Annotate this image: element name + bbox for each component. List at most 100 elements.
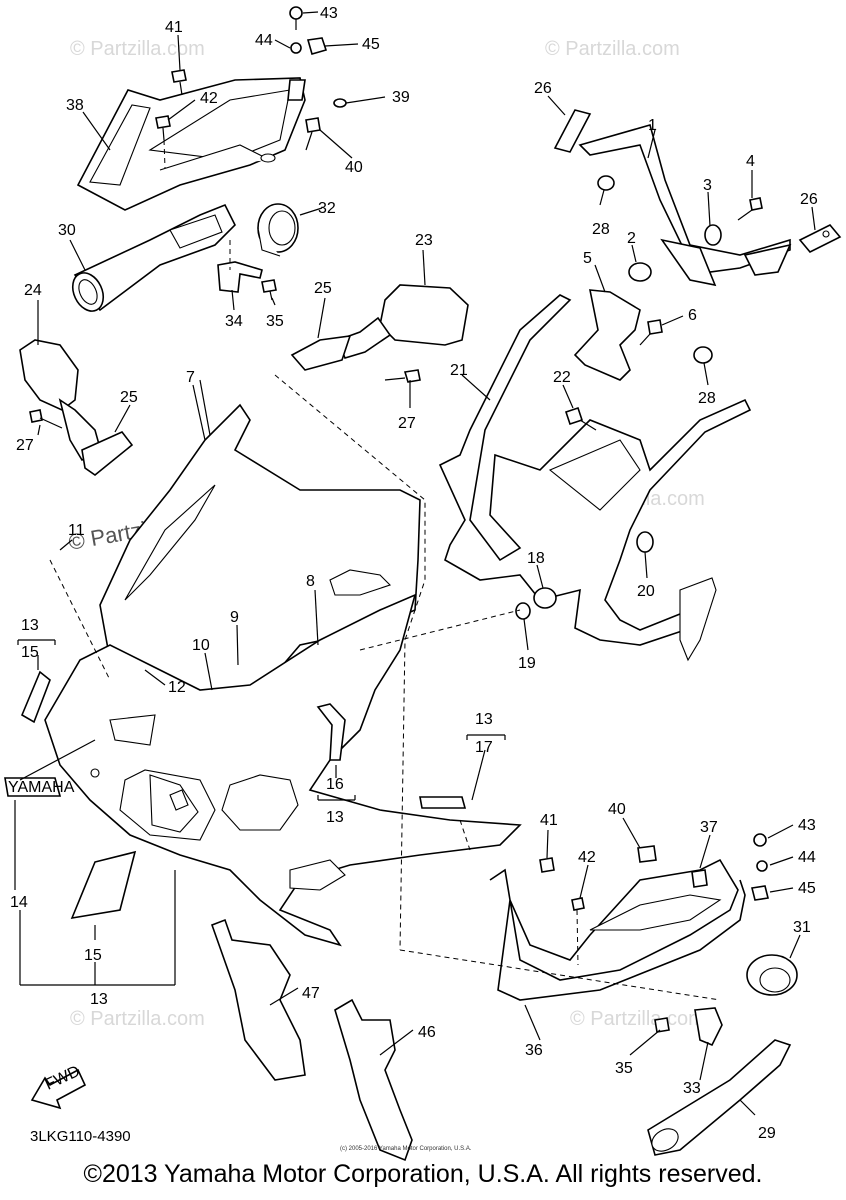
callout-41-bottom: 41 — [540, 812, 558, 829]
callout-2: 2 — [627, 230, 636, 247]
callout-41-top: 41 — [165, 19, 183, 36]
collar-20 — [636, 531, 654, 553]
washer-19 — [515, 602, 531, 620]
watermark-2: © Partzilla.com — [545, 38, 680, 60]
grommet-18 — [533, 587, 557, 609]
callout-27-right: 27 — [398, 415, 416, 432]
bracket-47 — [210, 918, 306, 1081]
callout-42-bottom: 42 — [578, 849, 596, 866]
callout-40-top: 40 — [345, 159, 363, 176]
bracket-5 — [573, 289, 641, 381]
base-25-left — [81, 431, 134, 477]
leader-lines — [14, 11, 816, 1116]
upper-cowling — [44, 593, 522, 947]
callout-13-left: 13 — [21, 617, 39, 634]
callout-12: 12 — [168, 679, 186, 696]
fwd-arrow: FWD — [30, 1063, 87, 1110]
small-copyright: (c) 2005-2016 Yamaha Motor Corporation, … — [340, 1146, 472, 1152]
callout-42-top: 42 — [200, 90, 218, 107]
inner-panel-left-38 — [76, 77, 306, 211]
callout-38: 38 — [66, 97, 84, 114]
decal-15-bottom — [70, 850, 137, 920]
callout-45-top: 45 — [362, 36, 380, 53]
callout-15-bottom: 15 — [84, 947, 102, 964]
callout-3: 3 — [703, 177, 712, 194]
callout-25-left: 25 — [120, 389, 138, 406]
callout-37: 37 — [700, 819, 718, 836]
copyright-notice: ©2013 Yamaha Motor Corporation, U.S.A. A… — [83, 1160, 763, 1188]
mirror-23 — [336, 284, 469, 359]
bracket-46 — [334, 998, 413, 1162]
callout-24: 24 — [24, 282, 42, 299]
plate-26-right — [798, 224, 842, 253]
callout-46: 46 — [418, 1024, 436, 1041]
callout-4: 4 — [746, 153, 755, 170]
bracket-33 — [694, 1007, 723, 1047]
clip-26-top — [553, 109, 592, 153]
callout-28-right: 28 — [698, 390, 716, 407]
callout-29: 29 — [758, 1125, 776, 1142]
callout-14: 14 — [10, 894, 28, 911]
duct-right-29 — [647, 1039, 792, 1156]
watermark-1: © Partzilla.com — [70, 38, 205, 60]
callout-13-right: 13 — [475, 711, 493, 728]
bolt-4 — [737, 197, 763, 221]
callout-43-top: 43 — [320, 5, 338, 22]
callout-33: 33 — [683, 1080, 701, 1097]
callout-35-top: 35 — [266, 313, 284, 330]
callout-8: 8 — [306, 573, 315, 590]
watermark-4: © Partzilla.com — [70, 1008, 205, 1030]
callout-10: 10 — [192, 637, 210, 654]
callouts: 41 38 42 43 44 45 39 40 32 30 34 35 23 2… — [10, 5, 818, 1142]
callout-13-bottom: 13 — [90, 991, 108, 1008]
emblem-14: YAMAHA — [4, 777, 75, 797]
molding-16 — [316, 703, 346, 761]
callout-22: 22 — [553, 369, 571, 386]
callout-39: 39 — [392, 89, 410, 106]
callout-25-right: 25 — [314, 280, 332, 297]
stay-1 — [578, 124, 792, 287]
callout-31: 31 — [793, 919, 811, 936]
diagram-code: 3LKG110-4390 — [30, 1128, 131, 1145]
screws-27 — [29, 369, 421, 429]
callout-32: 32 — [318, 200, 336, 217]
bolt-6 — [639, 319, 663, 346]
assembly-lines — [49, 240, 721, 1001]
callout-30: 30 — [58, 222, 76, 239]
callout-11: 11 — [68, 522, 85, 539]
screw-35-top — [261, 279, 277, 301]
stay-21 — [438, 294, 752, 662]
callout-17: 17 — [475, 739, 493, 756]
callout-9: 9 — [230, 609, 239, 626]
grommet-31 — [746, 954, 798, 996]
collar-22 — [564, 406, 597, 431]
base-25-right — [290, 335, 352, 371]
fasteners-bottom-right — [539, 833, 769, 1033]
nut-28 — [597, 175, 713, 364]
callout-20: 20 — [637, 583, 655, 600]
callout-28-top: 28 — [592, 221, 610, 238]
grommet-32 — [257, 203, 299, 257]
callout-36: 36 — [525, 1042, 543, 1059]
callout-7: 7 — [186, 369, 195, 386]
callout-26-left: 26 — [534, 80, 552, 97]
callout-15-top: 15 — [21, 644, 39, 661]
watermark-5: © Partzilla.com — [570, 1008, 705, 1030]
callout-13-mid: 13 — [326, 809, 344, 826]
callout-5: 5 — [583, 250, 592, 267]
decal-15-top — [20, 670, 51, 724]
callout-19: 19 — [518, 655, 536, 672]
callout-47: 47 — [302, 985, 320, 1002]
collar-3 — [704, 224, 722, 246]
callout-40-bottom: 40 — [608, 801, 626, 818]
callout-35-bottom: 35 — [615, 1060, 633, 1077]
callout-43-bottom: 43 — [798, 817, 816, 834]
callout-45-bottom: 45 — [798, 880, 816, 897]
grommet-2 — [628, 262, 652, 282]
callout-6: 6 — [688, 307, 697, 324]
bracket-34 — [217, 261, 263, 293]
callout-21: 21 — [450, 362, 468, 379]
callout-16: 16 — [326, 776, 344, 793]
inner-panel-right-36 — [489, 858, 746, 1001]
